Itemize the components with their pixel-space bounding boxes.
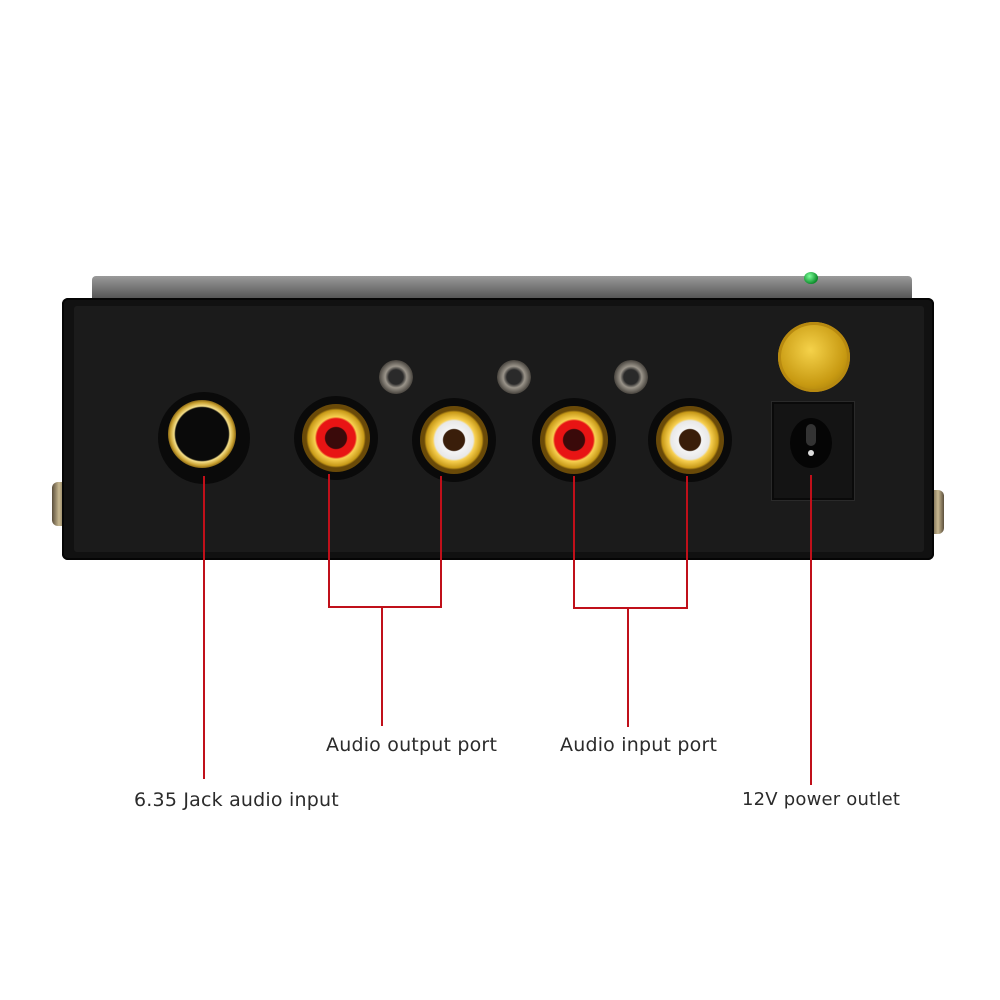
rca-output-left	[294, 396, 378, 480]
screw-icon	[614, 360, 648, 394]
callout-line-power	[810, 475, 812, 785]
callout-line-in-l	[573, 476, 575, 609]
callout-line-in-r	[686, 476, 688, 609]
jack-635-port	[158, 392, 250, 484]
label-audio-output: Audio output port	[326, 734, 498, 756]
callout-line-in-stem	[627, 607, 629, 727]
label-jack-input: 6.35 Jack audio input	[134, 789, 339, 811]
jack-635-ring	[168, 400, 236, 468]
dc-pin	[806, 424, 816, 446]
screw-icon	[497, 360, 531, 394]
dc-pin-dot	[808, 450, 814, 456]
callout-line-out-r	[440, 476, 442, 608]
rca-input-right	[648, 398, 732, 482]
label-power-outlet: 12V power outlet	[742, 789, 901, 810]
callout-line-out-bar	[328, 606, 442, 608]
callout-line-out-l	[328, 474, 330, 608]
callout-line-jack	[203, 476, 205, 779]
callout-line-in-bar	[573, 607, 688, 609]
power-led-icon	[804, 272, 818, 284]
device-top-lid	[92, 276, 912, 302]
side-knob-right	[932, 490, 944, 534]
label-audio-input: Audio input port	[560, 734, 718, 756]
ground-thumb-screw	[778, 322, 850, 392]
screw-icon	[379, 360, 413, 394]
rca-output-right	[412, 398, 496, 482]
rca-input-left	[532, 398, 616, 482]
callout-line-out-stem	[381, 606, 383, 726]
